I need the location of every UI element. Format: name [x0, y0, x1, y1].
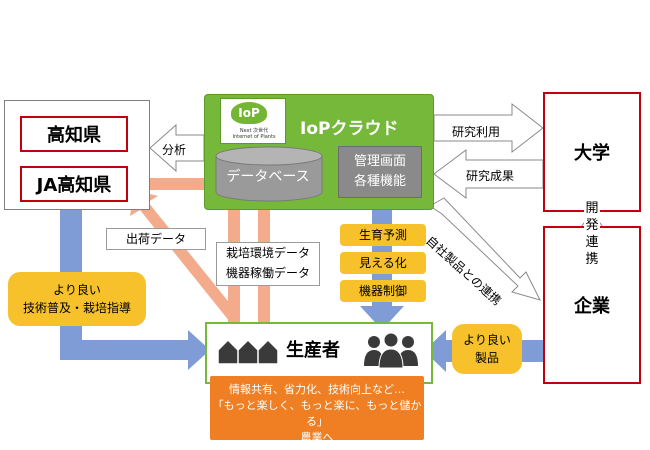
iop-logo: IoP Next 次世代 Internet of Plants — [220, 98, 286, 144]
analysis-arrow — [149, 123, 205, 173]
better-products-line-1: より良い — [463, 333, 511, 347]
goal-line-3: 農業へ — [300, 431, 334, 444]
university-box: 大学 — [543, 92, 641, 212]
better-products-line-2: 製品 — [474, 351, 499, 365]
ja-kochi-box: JA高知県 — [20, 166, 128, 202]
management-box: 管理画面 各種機能 — [338, 146, 422, 198]
iop-logo-mark: IoP — [231, 102, 267, 124]
database-icon — [215, 146, 323, 202]
greenhouse-icon — [217, 338, 279, 365]
goal-line-1: 情報共有、省力化、技術向上など… — [229, 383, 405, 396]
ja-kochi-label: JA高知県 — [36, 175, 112, 196]
research-results-arrow — [433, 149, 544, 199]
device-control-box: 機器制御 — [340, 280, 426, 302]
visualization-box: 見える化 — [340, 252, 426, 274]
joint-development-label: 開発連携 — [584, 200, 600, 270]
goal-line-2: 「もっと楽しく、もっと楽に、もっと儲かる」 — [212, 399, 422, 428]
producer-ja-arrow — [130, 190, 240, 322]
management-line-1: 管理画面 — [353, 154, 406, 169]
database-label: データベース — [226, 169, 310, 185]
analysis-label: 分析 — [162, 143, 187, 157]
guidance-arrow — [60, 210, 210, 370]
company-link-arrow — [429, 197, 541, 301]
better-guidance-line-1: より良い — [53, 283, 101, 297]
people-icon — [364, 332, 418, 368]
research-use-arrow — [433, 102, 544, 154]
better-products-pill: より良い 製品 — [452, 324, 522, 374]
kochi-prefecture-box: 高知県 — [20, 116, 128, 152]
shipping-data-label: 出荷データ — [106, 228, 206, 250]
goal-banner: 情報共有、省力化、技術向上など… 「もっと楽しく、もっと楽に、もっと儲かる」 農… — [210, 376, 424, 444]
kochi-prefecture-label: 高知県 — [47, 125, 101, 146]
management-line-2: 各種機能 — [353, 174, 406, 189]
iop-logo-subtitle-1: Next 次世代 — [239, 128, 269, 134]
cultivation-data-line-2: 機器稼働データ — [225, 266, 310, 280]
iop-logo-subtitle-2: Internet of Plants — [232, 134, 276, 140]
research-use-label: 研究利用 — [452, 125, 501, 139]
shipping-arrow — [128, 170, 234, 198]
better-guidance-pill: より良い 技術普及・栽培指導 — [8, 272, 146, 326]
cultivation-data-box: 栽培環境データ 機器稼働データ — [216, 242, 320, 286]
cultivation-data-line-1: 栽培環境データ — [225, 246, 310, 260]
university-label: 大学 — [574, 143, 610, 164]
cloud-title: IoPクラウド — [300, 119, 399, 139]
growth-prediction-box: 生育予測 — [340, 224, 426, 246]
company-label: 企業 — [574, 296, 610, 317]
research-results-label: 研究成果 — [466, 169, 515, 183]
producers-label: 生産者 — [286, 340, 340, 361]
better-guidance-line-2: 技術普及・栽培指導 — [22, 301, 131, 315]
